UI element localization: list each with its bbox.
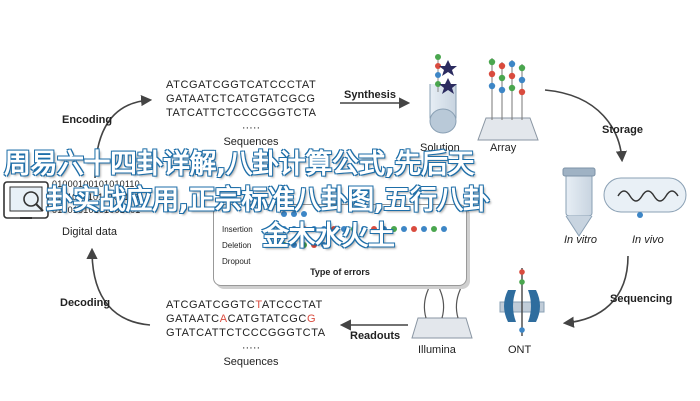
seq-part: CATGTATCGC bbox=[227, 313, 307, 325]
sequences-label: Sequences bbox=[223, 136, 279, 148]
computer-icon bbox=[3, 181, 49, 219]
ont-label: ONT bbox=[508, 344, 532, 356]
error-types-title: Type of errors bbox=[310, 267, 370, 277]
binary-line: 11010101010100101 bbox=[52, 192, 140, 202]
error-types-panel: Insertion Deletion Dropout Type of error… bbox=[213, 204, 467, 286]
error-deletion-label: Deletion bbox=[222, 241, 252, 250]
digital-binary: 01000100101010110 11010101010100101 0100… bbox=[52, 178, 141, 217]
error-insertion-label: Insertion bbox=[222, 225, 253, 234]
stage-synthesis: Synthesis bbox=[344, 89, 396, 101]
ellipsis-dots: ····· bbox=[241, 122, 261, 134]
overlay-title-line-3: 金木水火土 bbox=[262, 221, 395, 252]
binary-line: 01001010101001001 bbox=[52, 205, 141, 215]
error-base: A bbox=[219, 313, 228, 325]
sequence-line: ATCGATCGGTCATCCCTAT bbox=[166, 79, 317, 91]
error-base: T bbox=[255, 299, 262, 311]
sequence-line: ATCGATCGGTCTATCCCTAT bbox=[166, 298, 336, 312]
overlay-title-line-1: 周易六十四卦详解,八卦计算公式,先后天 bbox=[4, 149, 475, 180]
in-vivo-bacterium-icon bbox=[603, 177, 687, 218]
stage-readouts: Readouts bbox=[350, 330, 401, 342]
digital-data-label: Digital data bbox=[62, 226, 118, 238]
in-vitro-label: In vitro bbox=[564, 234, 598, 246]
error-dots bbox=[281, 211, 447, 248]
error-dropout-label: Dropout bbox=[222, 257, 251, 266]
sequence-line: GATAATCTCATGTATCGCG bbox=[166, 93, 316, 105]
stage-decoding: Decoding bbox=[60, 297, 111, 309]
seq-part: ATCGATCGGTC bbox=[166, 299, 256, 311]
overlay-title-line-2: 卦实战应用,正宗标准八卦图,五行八卦 bbox=[46, 185, 490, 216]
storage-arrow bbox=[544, 89, 627, 163]
stage-sequencing: Sequencing bbox=[610, 293, 673, 305]
sequences-label: Sequences bbox=[223, 356, 279, 368]
solution-tube-icon bbox=[429, 54, 457, 134]
encoding-arrow bbox=[94, 95, 153, 179]
illumina-label: Illumina bbox=[418, 344, 456, 356]
error-base: G bbox=[306, 313, 317, 325]
ellipsis-dots: ····· bbox=[241, 342, 261, 354]
seq-part: GATAATC bbox=[166, 313, 220, 325]
seq-part: ATCCCTAT bbox=[261, 299, 323, 311]
stage-encoding: Encoding bbox=[62, 114, 113, 126]
bottom-sequences: ATCGATCGGTCTATCCCTAT GATAATCACATGTATCGCG… bbox=[166, 298, 336, 368]
array-icon bbox=[477, 58, 539, 141]
sequence-line: TATCATTCTCCCGGGTCTA bbox=[166, 107, 317, 119]
sequence-line: GTATCATTCTCCCGGGTCTA bbox=[166, 327, 326, 339]
binary-line: 01000100101010110 bbox=[52, 179, 140, 189]
top-sequences: ATCGATCGGTCATCCCTAT GATAATCTCATGTATCGCG … bbox=[166, 78, 336, 148]
sequence-line: GATAATCACATGTATCGCG bbox=[166, 312, 336, 326]
sequencing-arrow bbox=[562, 255, 629, 328]
stage-storage: Storage bbox=[602, 124, 643, 136]
array-label: Array bbox=[490, 142, 517, 154]
solution-label: Solution bbox=[420, 142, 460, 154]
decoding-arrow bbox=[86, 247, 151, 326]
ont-icon bbox=[499, 268, 545, 336]
in-vitro-tube-icon bbox=[562, 167, 596, 237]
in-vivo-label: In vivo bbox=[632, 234, 664, 246]
